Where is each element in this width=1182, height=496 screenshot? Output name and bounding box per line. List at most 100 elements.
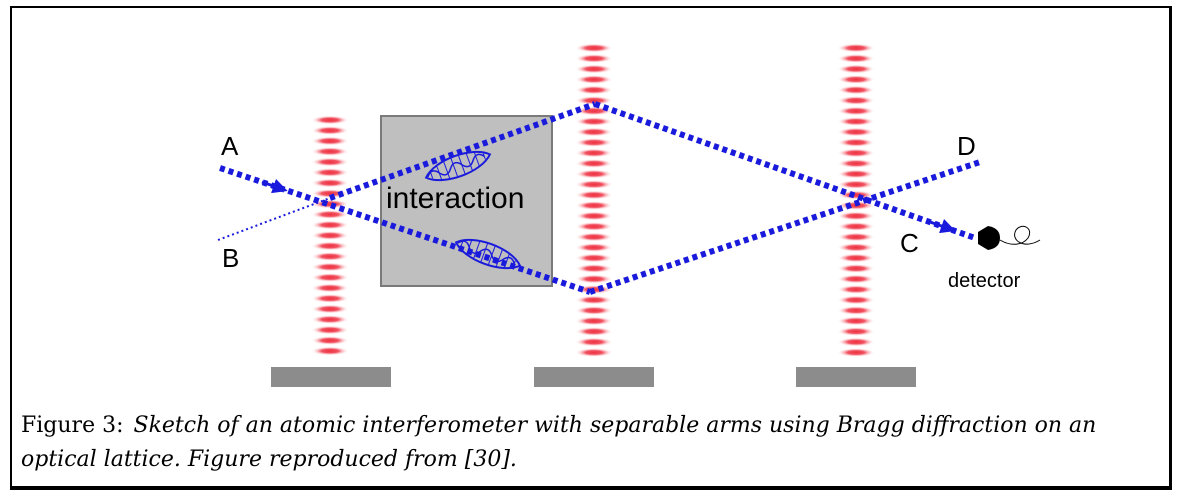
lattice-fringe [311, 115, 349, 125]
lattice-fringe [311, 199, 349, 209]
lattice-fringe [837, 306, 875, 315]
lattice-fringe [575, 201, 613, 210]
lattice-fringe [837, 43, 875, 53]
lattice-fringe [311, 252, 349, 261]
lattice-fringe [837, 316, 875, 326]
label-c: C [900, 228, 919, 258]
lattice-fringe [311, 220, 349, 230]
label-interaction: interaction [386, 182, 524, 215]
lattice-fringe [575, 138, 613, 147]
lattice-fringe [575, 243, 613, 252]
lattice-fringe [575, 96, 613, 105]
lattice-fringe [575, 211, 613, 221]
lattice-fringe [575, 337, 613, 347]
lattice-fringe [311, 315, 349, 324]
lattice-fringe [575, 169, 613, 179]
lattice-fringe [837, 85, 875, 95]
lattice-fringe [311, 346, 349, 356]
lattice-fringe [837, 295, 875, 305]
lattice-fringe [575, 117, 613, 126]
lattice-fringe [837, 96, 875, 105]
mirror-2 [534, 367, 654, 387]
lattice-fringe [311, 262, 349, 272]
beam-arm-upper [328, 101, 597, 201]
lattice-fringe [311, 136, 349, 146]
lattice-fringe [837, 169, 875, 179]
lattice-fringe [311, 231, 349, 240]
lattice-fringe [575, 306, 613, 315]
wave-packet-lower [454, 238, 522, 270]
caption-text: Sketch of an atomic interferometer with … [21, 413, 1097, 472]
lattice-fringe [311, 325, 349, 335]
label-a: A [221, 131, 239, 161]
lattice-fringe [575, 274, 613, 284]
figure-frame [10, 6, 1172, 490]
lattice-fringe [837, 253, 875, 263]
lattice-fringe [837, 106, 875, 116]
detector-icon [978, 225, 1041, 250]
lattice-fringe [311, 273, 349, 282]
label-b: B [222, 243, 239, 273]
interferometer-diagram: A B C D interaction detector [217, 43, 1041, 387]
interaction-box [380, 115, 553, 287]
lattice-fringe [837, 285, 875, 294]
lattice-fringe [575, 159, 613, 168]
lattice-fringe [311, 294, 349, 303]
lattice-fringe [311, 210, 349, 219]
lattice-fringe [837, 180, 875, 189]
lattice-fringe [575, 316, 613, 326]
lattice-fringe [575, 232, 613, 242]
lattice-1 [311, 115, 349, 356]
lattice-fringe [311, 336, 349, 345]
lattice-fringe [837, 274, 875, 284]
lattice-fringe [837, 327, 875, 336]
mirror-3 [796, 367, 916, 387]
lattice-fringe [575, 190, 613, 200]
arrow-c [929, 218, 956, 234]
lattice-fringe [837, 159, 875, 168]
lattice-fringe [837, 264, 875, 273]
lattice-fringe [575, 54, 613, 63]
lattice-fringe [837, 75, 875, 84]
lattice-fringe [575, 64, 613, 74]
lattice-fringe [837, 348, 875, 357]
beam-output-c [594, 101, 976, 241]
lattice-fringe [575, 327, 613, 336]
lattice-fringe [837, 127, 875, 137]
lattice-fringe [575, 264, 613, 273]
wave-packet-upper [424, 150, 492, 182]
lattice-fringe [575, 75, 613, 84]
lattice-fringe [575, 43, 613, 53]
lattice-fringe [575, 127, 613, 137]
figure-caption: Figure 3:Sketch of an atomic interferome… [21, 409, 1171, 477]
lattice-fringe [575, 222, 613, 231]
beam-output-d [589, 159, 981, 295]
lattice-fringe [311, 304, 349, 314]
lattice-fringe [311, 157, 349, 167]
lattice-fringe [837, 54, 875, 63]
lattice-fringe [311, 178, 349, 188]
lattice-fringe [575, 348, 613, 357]
label-d: D [957, 131, 976, 161]
lattice-fringe [837, 232, 875, 242]
lattice-fringe [311, 241, 349, 251]
lattice-fringe [575, 180, 613, 189]
lattice-fringe [837, 138, 875, 147]
lattice-fringe [311, 168, 349, 177]
lattice-3 [837, 43, 875, 357]
lattice-fringe [311, 283, 349, 293]
lattice-fringe [575, 148, 613, 158]
lattice-fringe [837, 222, 875, 231]
lattice-fringe [837, 117, 875, 126]
lattice-fringe [311, 126, 349, 135]
lattice-fringe [575, 85, 613, 95]
lattice-fringe [575, 295, 613, 305]
optical-lattices [311, 43, 875, 357]
mirror-1 [271, 367, 391, 387]
lattice-fringe [837, 337, 875, 347]
label-detector: detector [948, 270, 1021, 292]
lattice-2 [575, 43, 613, 357]
lattice-fringe [311, 147, 349, 156]
lattice-fringe [837, 64, 875, 74]
figure-number: Figure 3: [21, 413, 124, 438]
